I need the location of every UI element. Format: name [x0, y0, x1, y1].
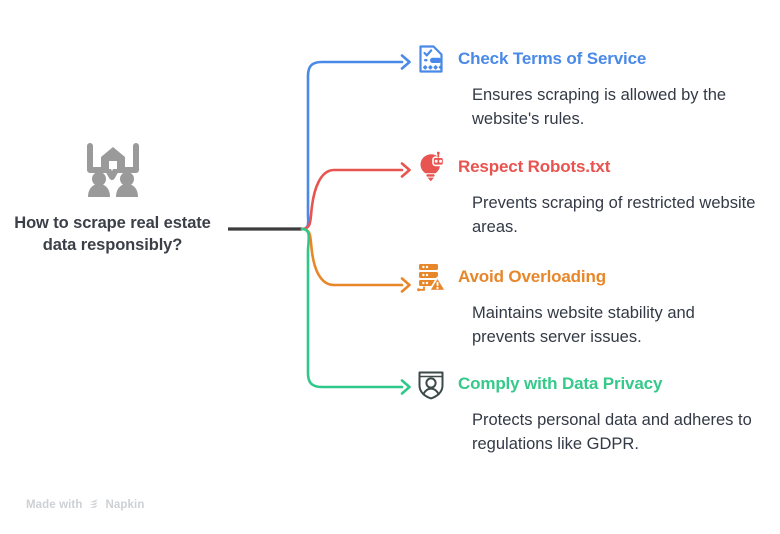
branch-avoid-overloading[interactable]: Avoid Overloading Maintains website stab…	[414, 264, 770, 350]
arrowhead-comply-with-data-privacy	[400, 379, 411, 395]
watermark: Made with Napkin	[26, 498, 144, 511]
connector-respect-robots-txt	[300, 168, 404, 231]
arrowhead-respect-robots-txt	[400, 162, 411, 178]
shield-user-icon	[414, 367, 448, 401]
branch-title: Avoid Overloading	[458, 267, 606, 286]
root-icon-wrap	[10, 138, 215, 204]
people-house-discussion-icon	[82, 140, 144, 203]
branch-header: Respect Robots.txt	[414, 151, 770, 184]
robot-bulb-icon	[414, 150, 448, 184]
branch-description: Prevents scraping of restricted website …	[472, 194, 756, 237]
watermark-brand: Napkin	[105, 498, 145, 511]
branch-header: Comply with Data Privacy	[414, 371, 770, 401]
root-label: How to scrape real estate data responsib…	[14, 214, 211, 255]
document-checklist-icon	[414, 42, 448, 76]
branch-title: Check Terms of Service	[458, 49, 647, 68]
branch-header: Check Terms of Service	[414, 45, 770, 76]
watermark-prefix: Made with	[26, 498, 83, 511]
branch-header: Avoid Overloading	[414, 264, 770, 294]
branch-title: Respect Robots.txt	[458, 157, 611, 176]
branch-description: Maintains website stability and prevents…	[472, 304, 695, 347]
connector-avoid-overloading	[300, 227, 404, 287]
branch-respect-robots-txt[interactable]: Respect Robots.txt Prevents scraping of …	[414, 151, 770, 240]
branch-description: Ensures scraping is allowed by the websi…	[472, 86, 727, 129]
napkin-logo-icon	[88, 498, 101, 511]
branch-description: Protects personal data and adheres to re…	[472, 411, 752, 454]
server-warning-icon	[414, 260, 448, 294]
connector-comply-with-data-privacy	[300, 227, 404, 389]
branch-comply-with-data-privacy[interactable]: Comply with Data Privacy Protects person…	[414, 371, 770, 457]
arrowhead-check-terms-of-service	[400, 54, 411, 70]
connector-check-terms-of-service	[300, 60, 404, 231]
root-node[interactable]: How to scrape real estate data responsib…	[10, 138, 215, 257]
branch-title: Comply with Data Privacy	[458, 374, 663, 393]
branch-check-terms-of-service[interactable]: Check Terms of Service Ensures scraping …	[414, 45, 770, 132]
arrowhead-avoid-overloading	[400, 277, 411, 293]
